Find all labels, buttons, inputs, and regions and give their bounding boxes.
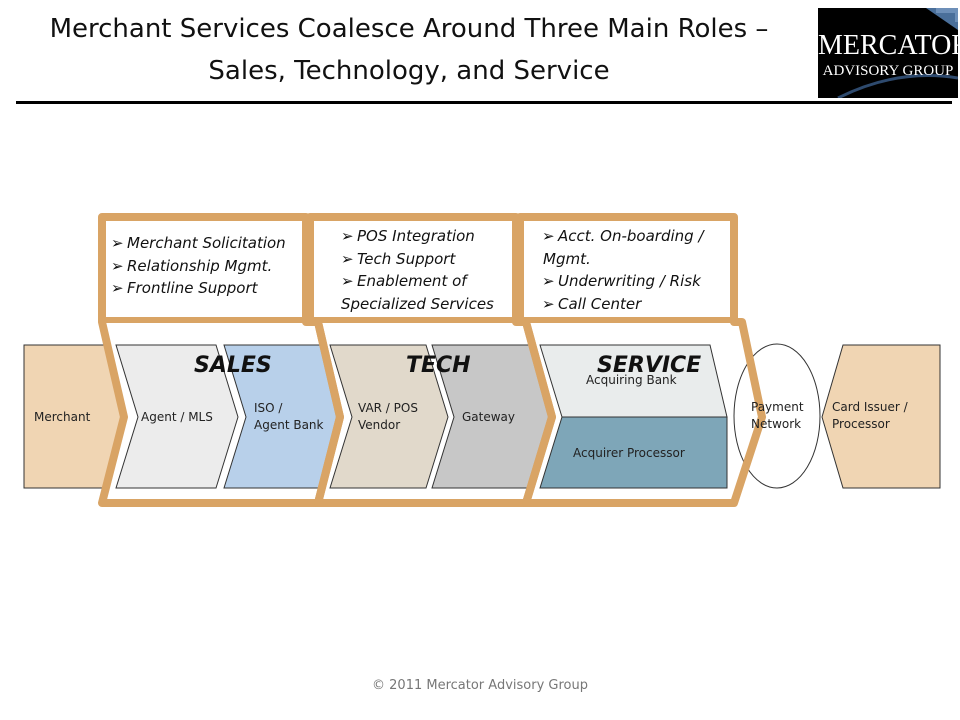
card-issuer-shape <box>821 344 941 489</box>
gateway-label: Gateway <box>462 410 515 424</box>
logo-subtitle: ADVISORY GROUP <box>822 63 954 79</box>
title-line-1: Merchant Services Coalesce Around Three … <box>49 14 769 44</box>
tech-bullet: Specialized Services <box>341 295 494 313</box>
tech-role-label: TECH <box>406 353 471 378</box>
bullet-arrow-icon: ➢ <box>542 272 555 290</box>
sales-bullets: ➢ Merchant Solicitation ➢ Relationship M… <box>111 234 286 297</box>
var-label-line2: Vendor <box>358 418 400 432</box>
merchant-label: Merchant <box>34 410 91 424</box>
bullet-arrow-icon: ➢ <box>341 227 354 245</box>
tech-bullet: POS Integration <box>357 227 475 245</box>
acquirer-processor-shape <box>539 416 728 489</box>
bullet-arrow-icon: ➢ <box>111 257 124 275</box>
network-label-line2: Network <box>751 417 801 431</box>
agent-label: Agent / MLS <box>141 410 213 424</box>
title-line-2: Sales, Technology, and Service <box>208 56 610 86</box>
service-bullet: Mgmt. <box>543 250 591 268</box>
service-role-label: SERVICE <box>597 353 701 378</box>
copyright-footer: © 2011 Mercator Advisory Group <box>372 678 588 693</box>
sales-bullet: Merchant Solicitation <box>127 234 286 252</box>
issuer-label-line2: Processor <box>832 417 890 431</box>
sales-bullet: Relationship Mgmt. <box>127 257 272 275</box>
tech-bullet: Tech Support <box>357 250 456 268</box>
bullet-arrow-icon: ➢ <box>111 234 124 252</box>
tech-bullet: Enablement of <box>357 272 469 290</box>
var-pos-vendor-shape <box>329 344 449 489</box>
service-bullet: Underwriting / Risk <box>558 272 702 290</box>
acquirer-processor-label: Acquirer Processor <box>573 446 685 460</box>
service-bullet: Call Center <box>558 295 642 313</box>
agent-shape <box>115 344 239 489</box>
network-label-line1: Payment <box>751 400 804 414</box>
service-bullets: ➢ Acct. On-boarding / Mgmt. ➢ Underwriti… <box>542 227 705 313</box>
iso-label-line1: ISO / <box>254 401 283 415</box>
title-divider <box>16 101 952 104</box>
bullet-arrow-icon: ➢ <box>341 272 354 290</box>
acquiring-bank-label: Acquiring Bank <box>586 373 677 387</box>
mercator-logo: MERCATOR ADVISORY GROUP <box>818 8 958 98</box>
service-bullet: Acct. On-boarding / <box>557 227 705 245</box>
sales-role-label: SALES <box>194 353 272 378</box>
var-label-line1: VAR / POS <box>358 401 418 415</box>
logo-swoosh-icon <box>837 8 958 98</box>
iso-label-line2: Agent Bank <box>254 418 324 432</box>
bullet-arrow-icon: ➢ <box>341 250 354 268</box>
tech-bullets: ➢ POS Integration ➢ Tech Support ➢ Enabl… <box>341 227 494 313</box>
bullet-arrow-icon: ➢ <box>542 295 555 313</box>
logo-name: MERCATOR <box>818 30 958 61</box>
bullet-arrow-icon: ➢ <box>111 279 124 297</box>
slide-title: Merchant Services Coalesce Around Three … <box>14 8 804 92</box>
sales-bullet: Frontline Support <box>127 279 259 297</box>
issuer-label-line1: Card Issuer / <box>832 400 909 414</box>
bullet-arrow-icon: ➢ <box>542 227 555 245</box>
